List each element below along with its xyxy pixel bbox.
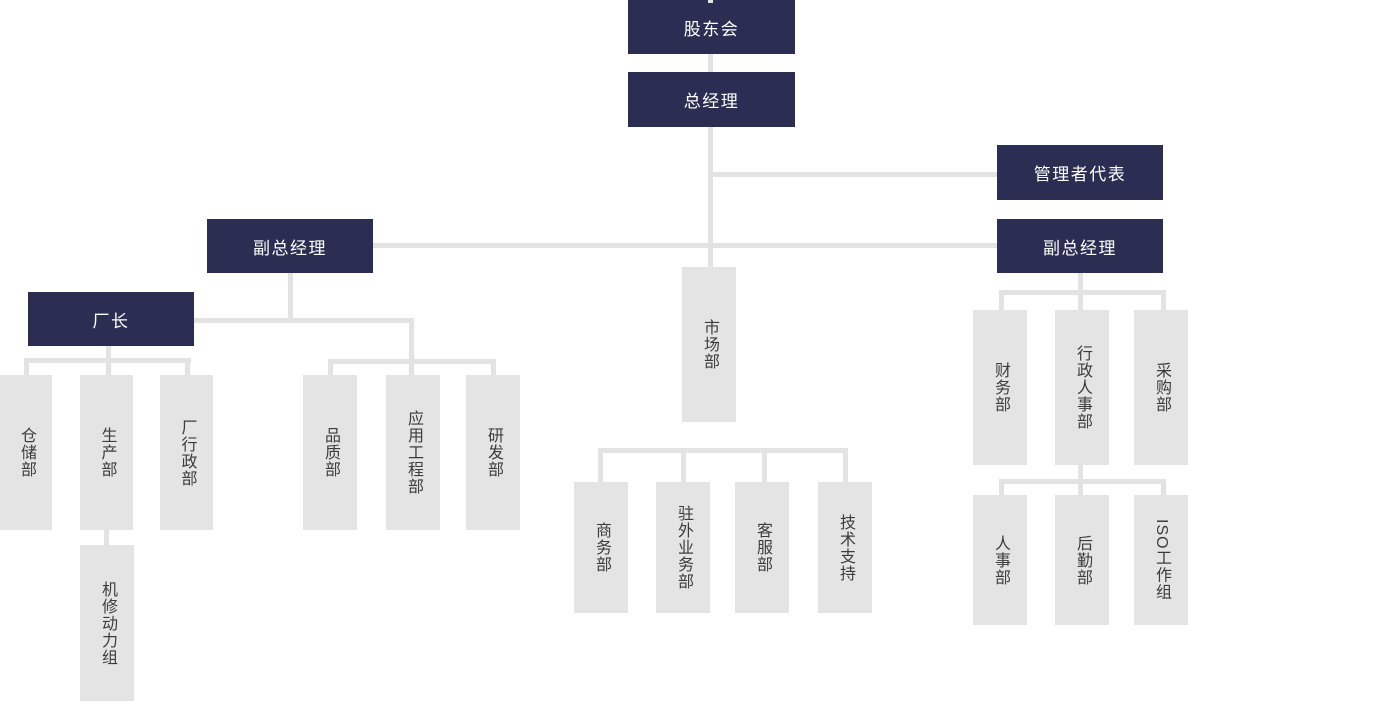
org-node-label: 市场部 [701, 319, 718, 370]
connector-line [999, 290, 1004, 310]
org-node-label: 生产部 [98, 427, 116, 478]
org-node-label: 机修动力组 [99, 580, 116, 666]
org-node-admin-hr: 行政人事部 [1055, 310, 1109, 465]
org-node-label: 副总经理 [253, 238, 327, 258]
org-node-production: 生产部 [80, 375, 133, 530]
org-node-label: 人事部 [992, 534, 1009, 586]
org-node-label: 客服部 [754, 522, 771, 573]
connector-line [1078, 465, 1083, 481]
connector-line [104, 530, 109, 545]
connector-line [491, 359, 496, 375]
org-node-deputy-gm-right: 副总经理 [997, 219, 1163, 273]
connector-line [194, 318, 414, 323]
org-node-label: 应用工程部 [405, 410, 422, 495]
connector-line [681, 448, 686, 482]
org-node-finance: 财务部 [973, 310, 1027, 465]
org-node-tech-support: 技术支持 [818, 482, 872, 613]
connector-line [373, 243, 998, 248]
org-node-quality: 品质部 [303, 375, 357, 530]
org-node-label: 研发部 [485, 427, 502, 478]
org-node-label: 厂长 [92, 311, 130, 331]
org-node-label: 财务部 [992, 362, 1009, 413]
connector-line [710, 172, 998, 177]
org-node-factory-director: 厂长 [28, 292, 194, 346]
org-node-overseas-business: 驻外业务部 [656, 482, 710, 613]
org-node-warehouse: 仓储部 [0, 375, 52, 530]
connector-line [24, 358, 191, 363]
org-node-label: 品质部 [322, 427, 339, 478]
connector-line [999, 479, 1004, 495]
org-node-logistics: 后勤部 [1055, 495, 1109, 625]
org-node-label: 股东会 [683, 19, 740, 39]
connector-line [708, 0, 713, 3]
connector-line [409, 359, 414, 375]
connector-line [1078, 272, 1083, 292]
connector-line [185, 358, 190, 375]
connector-line [328, 359, 333, 375]
connector-line [1078, 290, 1083, 310]
org-node-deputy-gm-left: 副总经理 [207, 219, 373, 273]
connector-line [762, 448, 767, 482]
connector-line [598, 448, 603, 482]
connector-line [843, 448, 848, 482]
org-node-label: 管理者代表 [1033, 165, 1127, 184]
org-node-rnd: 研发部 [466, 375, 520, 530]
org-node-label: 副总经理 [1043, 238, 1117, 258]
org-node-label: ISO工作组 [1153, 519, 1170, 601]
org-node-label: 商务部 [593, 522, 610, 573]
connector-line [708, 53, 713, 73]
org-node-hr: 人事部 [973, 495, 1027, 625]
connector-line [288, 272, 293, 322]
org-node-customer-service: 客服部 [735, 482, 789, 613]
connector-line [24, 358, 29, 375]
org-node-management-rep: 管理者代表 [997, 145, 1163, 200]
connector-line [409, 318, 414, 364]
org-node-machine-repair-group: 机修动力组 [80, 545, 134, 701]
org-node-label: 驻外业务部 [675, 505, 692, 590]
org-node-purchasing: 采购部 [1134, 310, 1188, 465]
org-node-label: 仓储部 [18, 427, 35, 478]
org-node-general-manager: 总经理 [628, 72, 795, 127]
connector-line [1161, 290, 1166, 310]
org-node-label: 行政人事部 [1074, 345, 1091, 430]
org-node-factory-admin: 厂行政部 [160, 375, 213, 530]
org-node-marketing: 市场部 [682, 267, 736, 422]
org-node-iso-group: ISO工作组 [1134, 495, 1188, 625]
connector-line [708, 127, 713, 268]
org-node-label: 厂行政部 [178, 418, 196, 487]
connector-line [598, 448, 848, 453]
org-node-label: 技术支持 [837, 513, 854, 582]
org-node-label: 总经理 [683, 92, 740, 111]
org-node-label: 采购部 [1153, 362, 1170, 413]
org-node-label: 后勤部 [1074, 534, 1091, 586]
org-node-business: 商务部 [574, 482, 628, 613]
connector-line [1161, 479, 1166, 495]
org-node-shareholders: 股东会 [628, 0, 795, 54]
connector-line [1078, 479, 1083, 495]
org-node-application-engineering: 应用工程部 [386, 375, 440, 530]
